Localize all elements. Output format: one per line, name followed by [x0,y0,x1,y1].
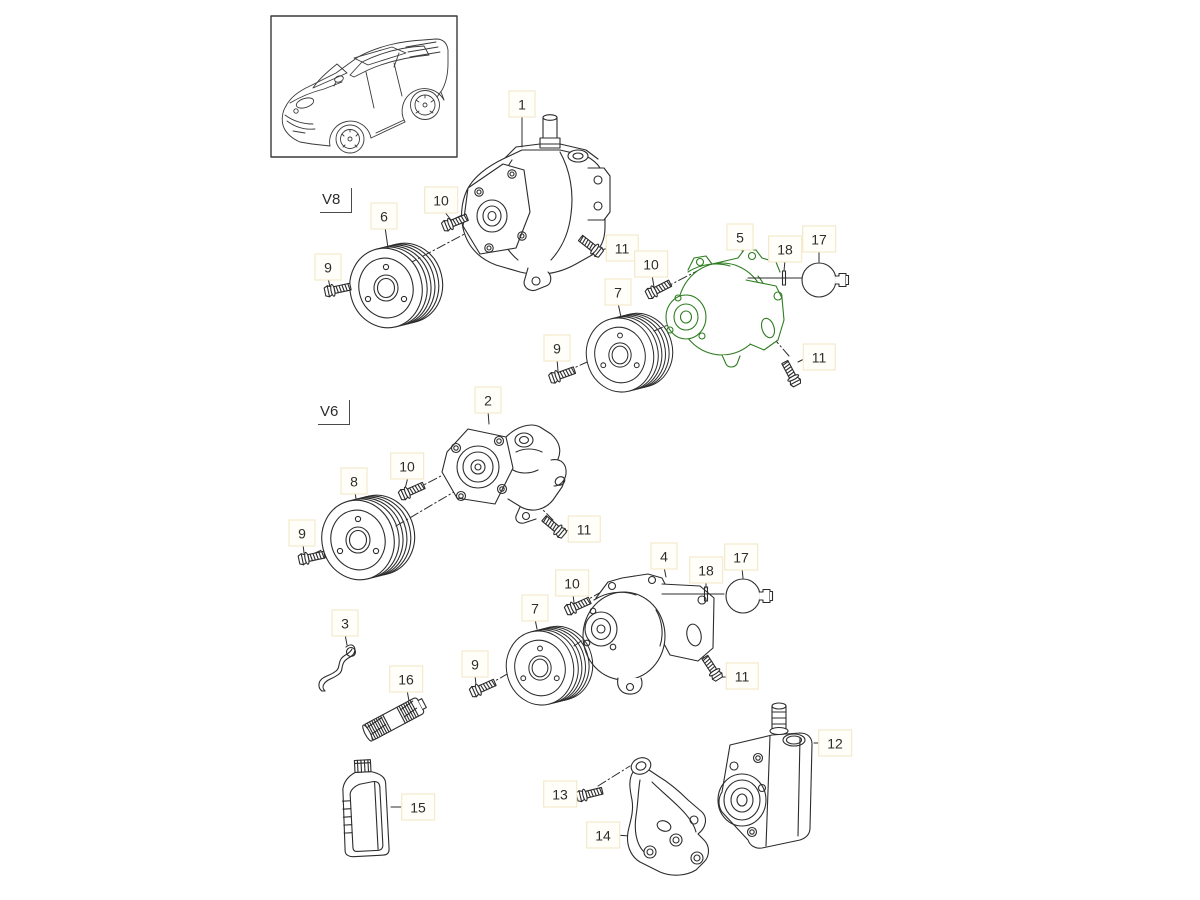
vehicle-thumbnail [270,15,458,158]
part-15-fluid-bottle[interactable] [340,759,390,858]
part-14-support-bracket[interactable] [626,755,710,876]
callout-part-10-a[interactable]: 10 [424,186,458,214]
callout-part-15[interactable]: 15 [401,793,435,821]
callout-part-17-b[interactable]: 17 [724,543,758,571]
callout-part-7-a[interactable]: 7 [604,278,632,306]
callout-part-9-b[interactable]: 9 [543,334,571,362]
variant-label-v8: V8 [320,188,353,213]
callout-part-9-c[interactable]: 9 [288,519,316,547]
callout-part-2[interactable]: 2 [474,386,502,414]
part-4-power-steering-pump[interactable] [582,573,715,695]
callout-part-3[interactable]: 3 [331,609,359,637]
callout-part-12[interactable]: 12 [818,729,852,757]
callout-part-10-d[interactable]: 10 [555,569,589,597]
part-10-bolt[interactable] [397,479,427,503]
callout-part-10-c[interactable]: 10 [390,452,424,480]
callout-part-5[interactable]: 5 [726,223,754,251]
part-17-pressure-accumulator[interactable] [725,578,774,614]
callout-part-17-a[interactable]: 17 [802,225,836,253]
callout-part-7-b[interactable]: 7 [521,594,549,622]
callout-part-9-d[interactable]: 9 [461,650,489,678]
callout-part-11-b[interactable]: 11 [802,343,836,371]
callout-part-9-a[interactable]: 9 [314,253,342,281]
part-10-bolt[interactable] [643,277,674,301]
callout-part-11-c[interactable]: 11 [567,515,601,543]
callout-part-13[interactable]: 13 [543,780,577,808]
part-9-bolt[interactable] [297,548,327,567]
part-9-bolt[interactable] [547,363,578,386]
part-17-pressure-accumulator-v8[interactable] [801,262,850,298]
callout-part-10-b[interactable]: 10 [634,250,668,278]
part-7-pulley-v8[interactable] [578,305,681,400]
callout-part-11-a[interactable]: 11 [605,234,639,262]
callout-part-18-a[interactable]: 18 [768,235,802,263]
callout-part-4[interactable]: 4 [650,542,678,570]
part-9-bolt[interactable] [323,280,353,299]
callout-part-8[interactable]: 8 [340,467,368,495]
part-1-power-steering-pump-v8[interactable] [461,114,611,292]
part-2-power-steering-pump-v6[interactable] [441,424,567,524]
callout-part-14[interactable]: 14 [586,821,620,849]
part-11-bolt[interactable] [539,513,569,541]
callout-part-18-b[interactable]: 18 [689,556,723,584]
part-10-bolt[interactable] [563,594,593,618]
part-9-bolt[interactable] [468,676,498,700]
part-11-bolt[interactable] [778,358,803,389]
callout-part-6[interactable]: 6 [370,202,398,230]
part-12-pump-unit[interactable] [717,702,813,849]
part-13-bolt[interactable] [574,784,605,804]
part-5-power-steering-pump-highlighted[interactable] [665,249,785,368]
part-11-bolt[interactable] [699,653,725,683]
part-8-pulley-v6[interactable] [312,486,424,589]
part-3-hose-clip[interactable] [318,644,357,692]
callout-part-11-d[interactable]: 11 [725,662,759,690]
part-16-splined-sleeve[interactable] [361,695,428,742]
variant-label-v6: V6 [318,400,351,425]
callout-part-1[interactable]: 1 [508,90,536,118]
callout-part-16[interactable]: 16 [389,665,423,693]
